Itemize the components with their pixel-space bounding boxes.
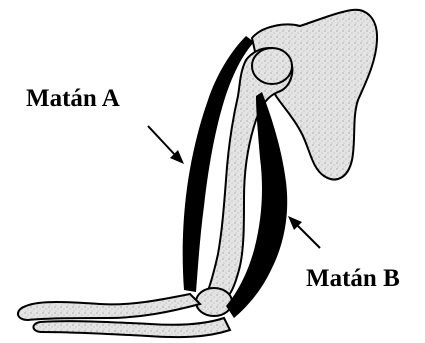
arrow-muscle-b: [288, 216, 320, 248]
label-muscle-a: Matán A: [26, 86, 120, 111]
radius-bone: [18, 294, 200, 320]
arrow-muscle-a: [148, 126, 184, 164]
label-muscle-b: Matán B: [306, 266, 400, 291]
humeral-head: [252, 48, 292, 84]
elbow-joint: [196, 288, 232, 316]
ulna-bone: [33, 318, 230, 337]
